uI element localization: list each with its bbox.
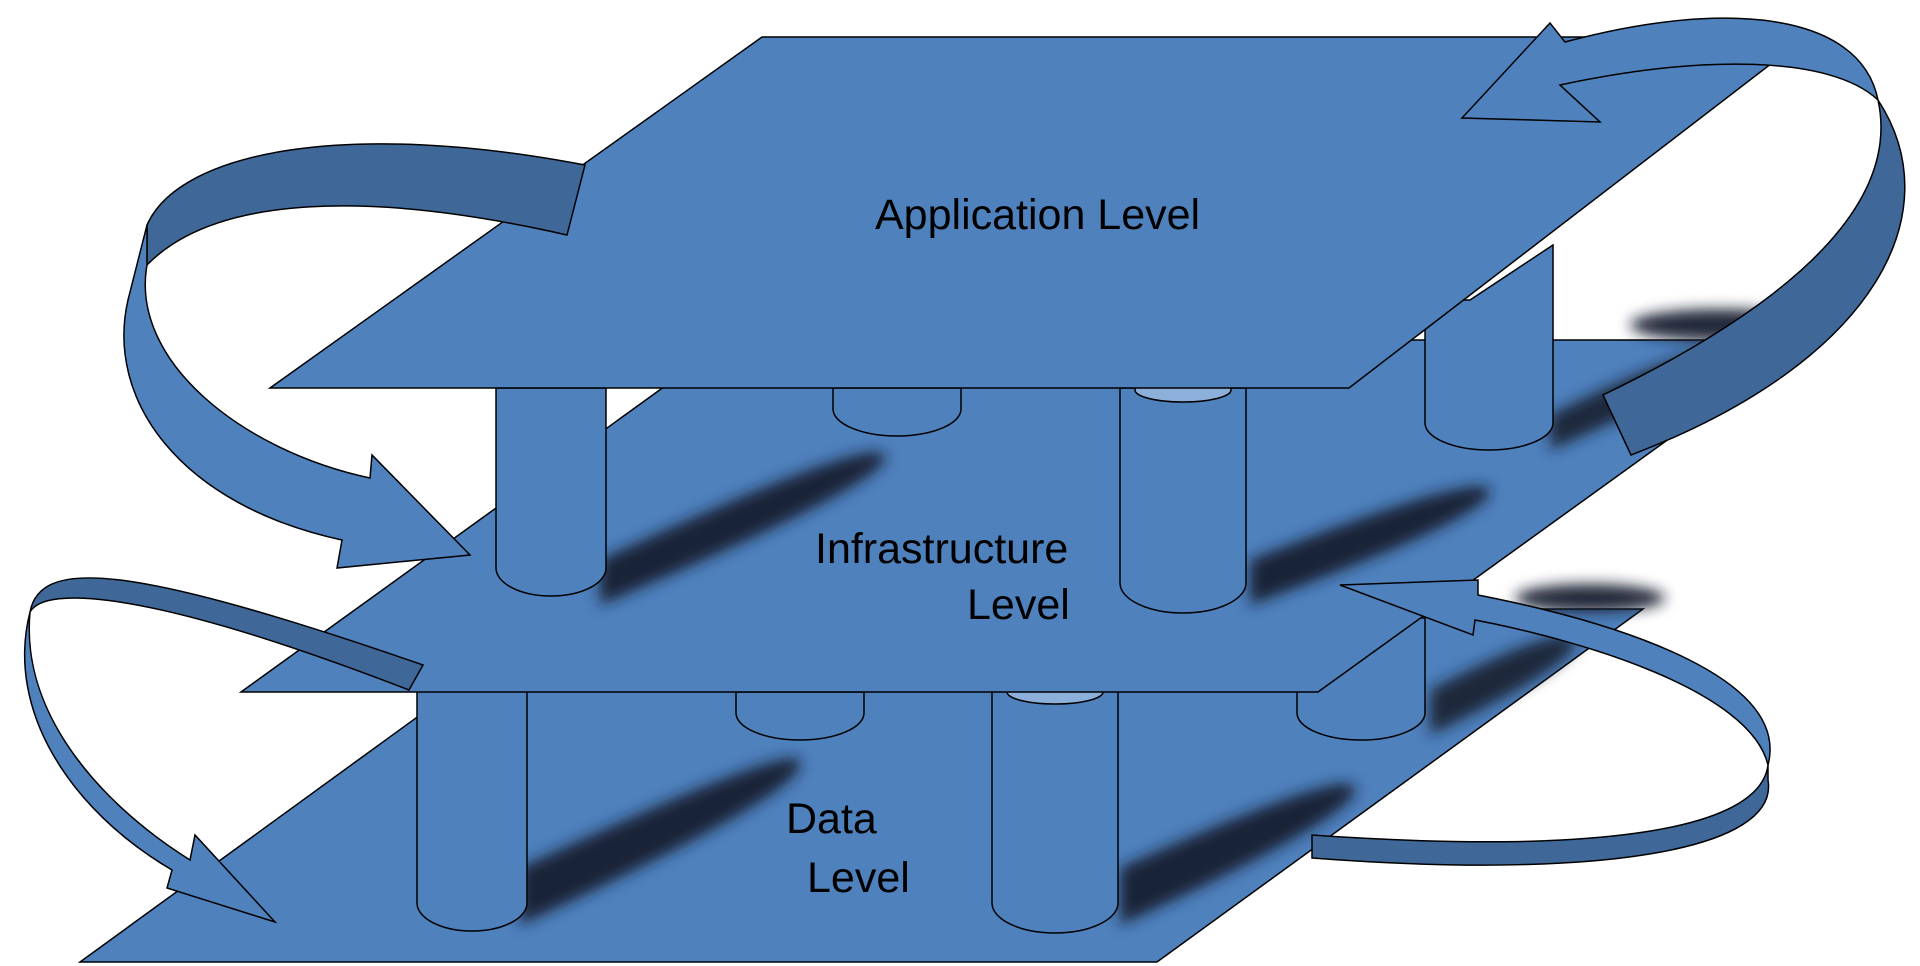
pillar [416, 689, 528, 932]
data-level-label-line2: Level [807, 854, 910, 902]
curved-arrow-app-to-infra [123, 143, 586, 569]
application-level-label: Application Level [875, 191, 1200, 239]
pillar [735, 691, 865, 741]
pillar [991, 689, 1119, 934]
data-level-shadows [520, 584, 1665, 925]
curved-arrow-infra-to-app [1460, 17, 1906, 456]
data-level-pillars [416, 617, 1426, 934]
pillar [1119, 387, 1247, 614]
pillar [832, 387, 962, 437]
curved-arrow-data-to-infra [1311, 579, 1771, 866]
infrastructure-level-label-line1: Infrastructure [815, 525, 1068, 573]
infrastructure-level-pillars [495, 243, 1554, 614]
data-level-label-line1: Data [786, 795, 877, 843]
pillar [495, 387, 607, 597]
infrastructure-level-label-line2: Level [967, 581, 1070, 629]
pillar [1424, 243, 1554, 451]
curved-arrow-infra-to-data [23, 577, 425, 924]
